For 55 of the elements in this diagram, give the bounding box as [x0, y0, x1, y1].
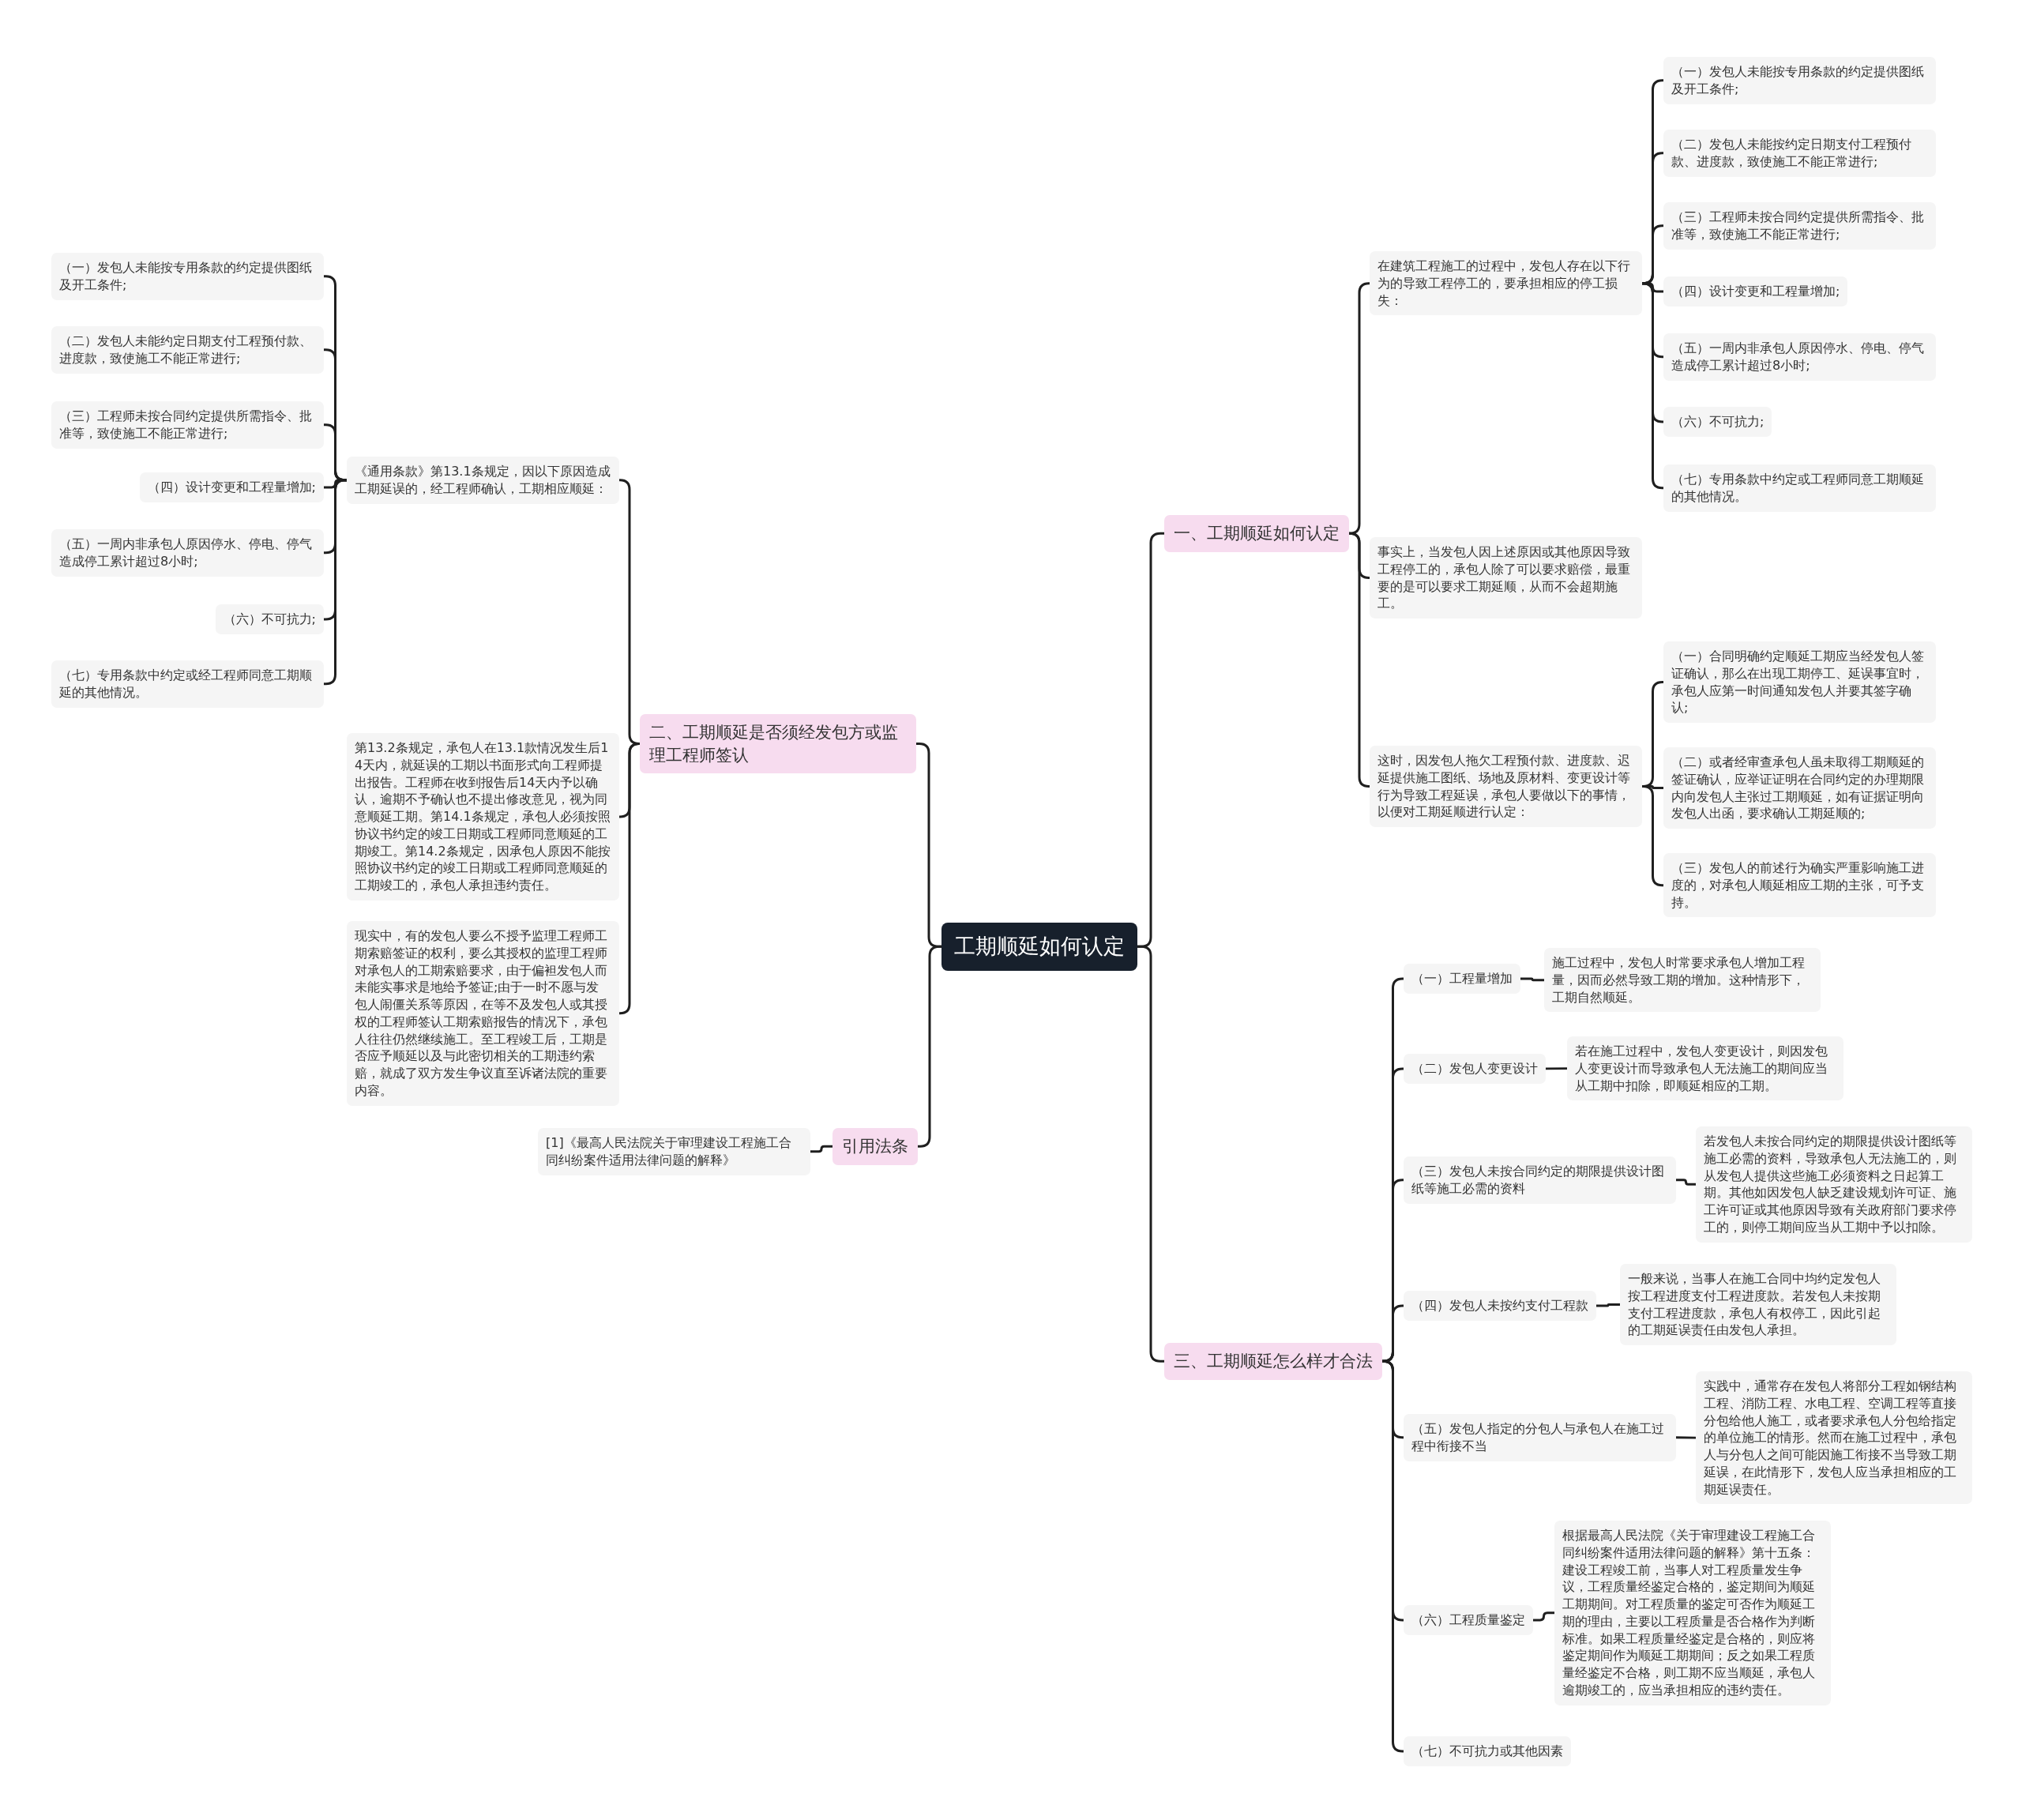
connector-line: [1675, 1436, 1697, 1439]
text-card: （一）工程量增加: [1404, 964, 1520, 994]
text-card: （七）不可抗力或其他因素: [1404, 1736, 1571, 1766]
text-card: 若在施工过程中，发包人变更设计，则因发包人变更设计而导致承包人无法施工的期间应当从工期中扣除，即顺延相应的工期。: [1567, 1036, 1843, 1101]
text-card: （六）工程质量鉴定: [1404, 1605, 1533, 1635]
text-card: 这时，因发包人拖欠工程预付款、进度款、迟延提供施工图纸、场地及原材料、变更设计等行为导致工程延误，承包人要做以下的事情，以便对工期延顺进行认定：: [1370, 746, 1642, 827]
text-card: 事实上，当发包人因上述原因或其他原因导致工程停工的，承包人除了可以要求赔偿，最重要的是可以要求工期延顺，从而不会超期施工。: [1370, 537, 1642, 619]
text-card: 若发包人未按合同约定的期限提供设计图纸等施工必需的资料，导致承包人无法施工的，则从发包人提供这些施工必须资料之日起算工期。其他如因发包人缺乏建设规划许可证、施工许可证或其他原因导致有关政府部门要求停工的，则停工期间应当从工期中予以扣除。: [1696, 1126, 1972, 1243]
branch-topic: 三、工期顺延怎么样才合法: [1164, 1343, 1382, 1380]
text-card: （三）发包人的前述行为确实严重影响施工进度的，对承包人顺延相应工期的主张，可予支持。: [1663, 853, 1936, 918]
connector-line: [1676, 1179, 1696, 1186]
text-card: 实践中，通常存在发包人将部分工程如钢结构工程、消防工程、水电工程、空调工程等直接分包给他人施工，或者要求承包人分包给指定的单位施工的情形。然而在施工过程中，承包人与分包人之间可能因施工衔接不当导致工期延误，在此情形下，发包人应当承担相应的工期延误责任。: [1696, 1371, 1972, 1505]
connector-line: [810, 1145, 832, 1153]
connector-line: [1546, 1067, 1567, 1070]
text-card: （二）发包人未能按约定日期支付工程预付款、进度款，致使施工不能正常进行;: [1663, 130, 1936, 177]
text-card: 在建筑工程施工的过程中，发包人存在以下行为的导致工程停工的，要承担相应的停工损失：: [1370, 251, 1642, 316]
text-card: （五）一周内非承包人原因停水、停电、停气造成停工累计超过8小时;: [51, 529, 324, 577]
connector-line: [1381, 1359, 1404, 1753]
text-card: （二）发包人未能约定日期支付工程预付款、进度款，致使施工不能正常进行;: [51, 326, 324, 374]
branch-topic: 二、工期顺延是否须经发包方或监理工程师签认: [640, 714, 916, 774]
text-card: （一）合同明确约定顺延工期应当经发包人签证确认，那么在出现工期停工、延误事宜时，承包人应第一时间通知发包人并要其签字确认;: [1663, 641, 1936, 723]
text-card: （一）发包人未能按专用条款的约定提供图纸及开工条件;: [1663, 57, 1936, 104]
text-card: （二）发包人变更设计: [1404, 1054, 1546, 1084]
text-card: （四）发包人未按约支付工程款: [1404, 1291, 1596, 1321]
text-card: [1]《最高人民法院关于审理建设工程施工合同纠纷案件适用法律问题的解释》: [538, 1128, 810, 1175]
text-card: （三）工程师未按合同约定提供所需指令、批准等，致使施工不能正常进行;: [51, 401, 324, 449]
central-topic: 工期顺延如何认定: [941, 923, 1137, 971]
text-card: （三）发包人未按合同约定的期限提供设计图纸等施工必需的资料: [1404, 1156, 1676, 1204]
text-card: （四）设计变更和工程量增加;: [1663, 276, 1848, 306]
text-card: （一）发包人未能按专用条款的约定提供图纸及开工条件;: [51, 253, 324, 300]
text-card: 第13.2条规定，承包人在13.1款情况发生后14天内，就延误的工期以书面形式向工程师提出报告。工程师在收到报告后14天内予以确认，逾期不予确认也不提出修改意见，视为同意顺延工期。第14.1条规定，承包人必须按照协议书约定的竣工日期或工程师同意顺延的工期竣工。第14.2条规定，因承包人原因不能按照协议书约定的竣工日期或工程师同意顺延的工期竣工的，承包人承担违约责任。: [347, 733, 619, 901]
connector-line: [324, 479, 347, 686]
text-card: 施工过程中，发包人时常要求承包人增加工程量，因而必然导致工期的增加。这种情形下，工期自然顺延。: [1544, 948, 1821, 1013]
text-card: 一般来说，当事人在施工合同中均约定发包人按工程进度支付工程进度款。若发包人未按期支付工程进度款，承包人有权停工，因此引起的工期延误责任由发包人承担。: [1620, 1264, 1896, 1345]
text-card: （二）或者经审查承包人虽未取得工期顺延的签证确认，应举证证明在合同约定的办理期限内向发包人主张过工期顺延，如有证据证明向发包人出函，要求确认工期延顺的;: [1663, 747, 1936, 829]
connector-line: [1348, 532, 1370, 788]
connector-line: [1520, 977, 1544, 982]
branch-topic: 一、工期顺延如何认定: [1164, 515, 1349, 552]
text-card: 根据最高人民法院《关于审理建设工程施工合同纠纷案件适用法律问题的解释》第十五条：建设工程竣工前，当事人对工程质量发生争议，工程质量经鉴定合格的，鉴定期间为顺延工期期间。对工程质量的鉴定可否作为顺延工期的理由，主要以工程质量是否合格作为判断标准。如果工程质量经鉴定是合格的，则应将鉴定期间作为顺延工期期间；反之如果工程质量经鉴定不合格，则工期不应当顺延，承包人逾期竣工的，应当承担相应的违约责任。: [1554, 1521, 1831, 1705]
text-card: （七）专用条款中约定或经工程师同意工期顺延的其他情况。: [51, 660, 324, 708]
connector-line: [1641, 282, 1664, 490]
branch-topic: 引用法条: [832, 1128, 918, 1165]
text-card: （六）不可抗力;: [215, 604, 324, 634]
text-card: 《通用条款》第13.1条规定，因以下原因造成工期延误的，经工程师确认，工期相应顺延：: [347, 457, 619, 504]
connector-line: [618, 743, 641, 1015]
text-card: 现实中，有的发包人要么不授予监理工程师工期索赔签证的权利，要么其授权的监理工程师对承包人的工期索赔要求，由于偏袒发包人而未能实事求是地给予签证;由于一时不愿与发包人闹僵关系等原因，在等不及发包人或其授权的工程师签认工期索赔报告的情况下，承包人往往仍然继续施工。至工程竣工后，工期是否应予顺延以及与此密切相关的工期违约索赔，就成了双方发生争议直至诉诸法院的重要内容。: [347, 921, 619, 1106]
text-card: （六）不可抗力;: [1663, 407, 1772, 437]
text-card: （四）设计变更和工程量增加;: [139, 472, 324, 502]
connector-line: [1596, 1303, 1620, 1307]
text-card: （七）专用条款中约定或工程师同意工期顺延的其他情况。: [1663, 464, 1936, 512]
text-card: （三）工程师未按合同约定提供所需指令、批准等，致使施工不能正常进行;: [1663, 202, 1936, 250]
text-card: （五）一周内非承包人原因停水、停电、停气造成停工累计超过8小时;: [1663, 333, 1936, 381]
text-card: （五）发包人指定的分包人与承包人在施工过程中衔接不当: [1404, 1414, 1676, 1461]
connector-line: [1533, 1611, 1554, 1622]
connector-line: [1641, 785, 1664, 887]
